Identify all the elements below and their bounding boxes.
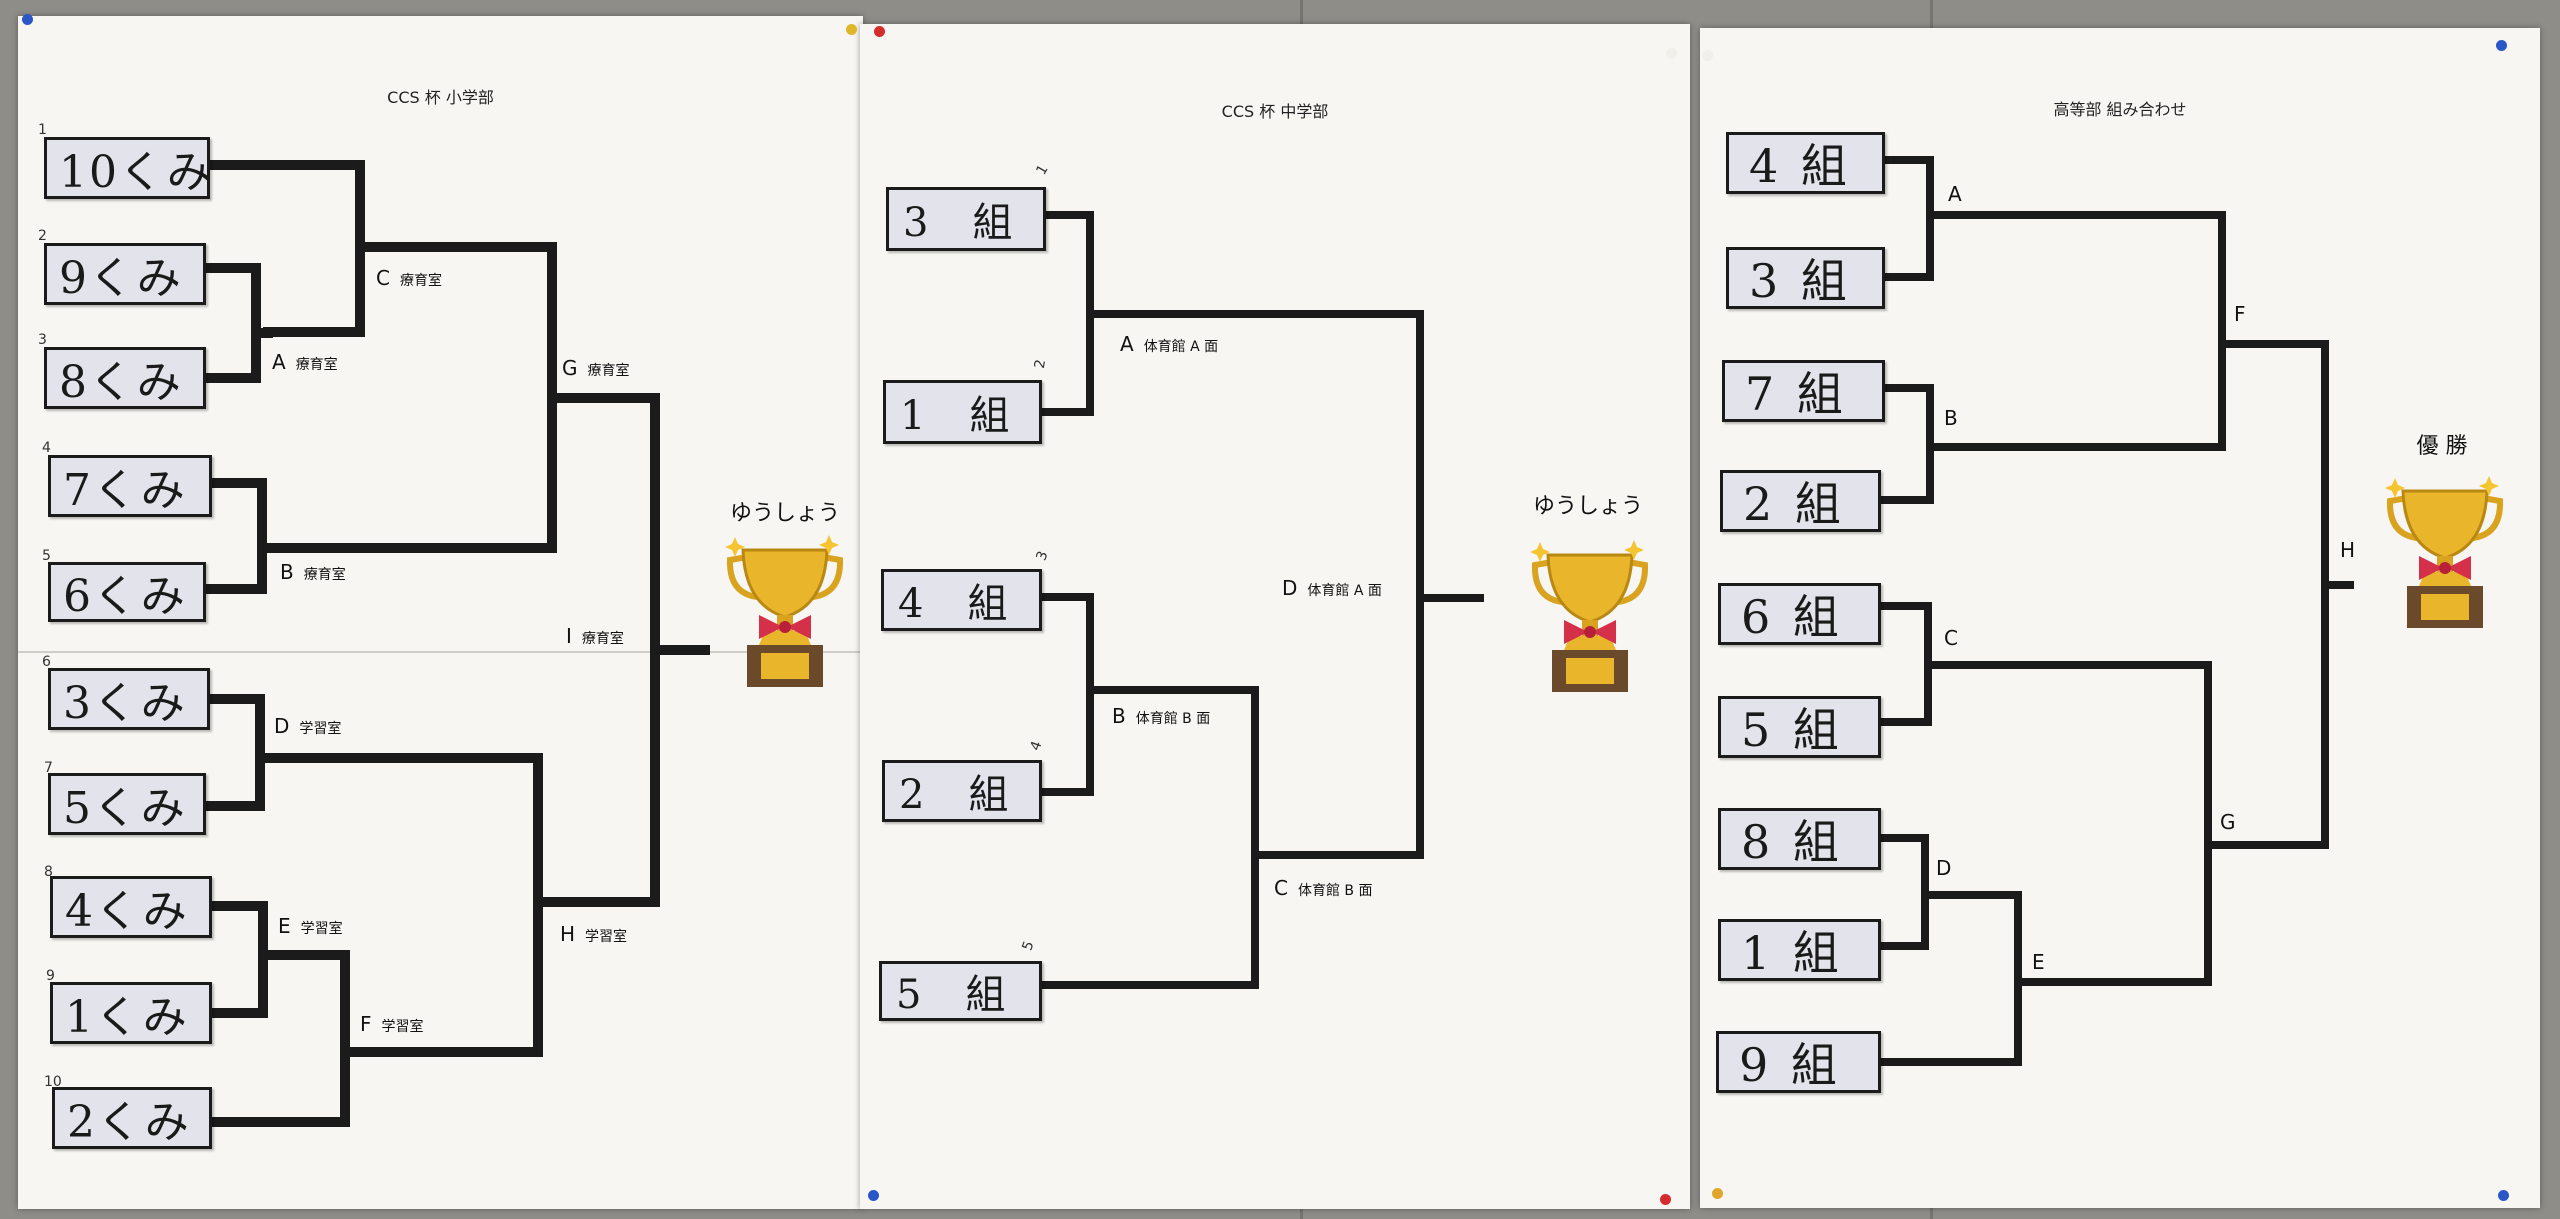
team-card: 1くみ (50, 982, 212, 1044)
seed-number: 4 (42, 440, 51, 456)
poster-fold-line (18, 651, 863, 653)
seed-number: 9 (46, 968, 55, 984)
seed-number: 2 (38, 228, 47, 244)
team-card: 7 組 (1722, 360, 1885, 422)
poster-title: CCS 杯 小学部 (387, 88, 494, 107)
push-pin (868, 1190, 879, 1201)
champion-label: ゆうしょう (1532, 494, 1643, 519)
team-card: 3 組 (1726, 247, 1885, 309)
team-card: 6 組 (1718, 583, 1881, 645)
match-label: D (1936, 856, 1952, 880)
team-card: 2 組 (882, 760, 1042, 822)
seed-number: 8 (44, 864, 53, 880)
push-pin (22, 14, 33, 25)
team-card: 9くみ (44, 243, 206, 305)
push-pin (846, 24, 857, 35)
team-card: 5くみ (48, 773, 206, 835)
seed-number: 1 (38, 122, 47, 138)
team-card: 9 組 (1716, 1031, 1881, 1093)
push-pin (1712, 1188, 1723, 1199)
push-pin (2496, 40, 2507, 51)
trophy-icon (2385, 476, 2504, 628)
team-card: 6くみ (48, 562, 206, 622)
match-label: C (1944, 626, 1958, 650)
match-label: F (2234, 302, 2246, 326)
seed-number: 10 (44, 1074, 62, 1090)
seed-number: 7 (44, 760, 53, 776)
push-pin (1660, 1194, 1671, 1205)
seed-number: 5 (42, 548, 51, 564)
poster-title: 高等部 組み合わせ (2053, 100, 2187, 119)
poster-title: CCS 杯 中学部 (1221, 102, 1329, 121)
match-label: E (2032, 950, 2045, 974)
push-pin (2498, 1190, 2509, 1201)
match-label: A (1948, 182, 1962, 206)
team-card: 4 組 (881, 569, 1042, 631)
team-card: 5 組 (1718, 696, 1881, 758)
champion-label: 優 勝 (2416, 434, 2468, 459)
team-card: 4 組 (1726, 132, 1885, 194)
team-card: 7くみ (48, 455, 212, 517)
match-label: H (2340, 538, 2356, 562)
team-card: 10くみ (44, 137, 210, 199)
match-label: G (2220, 810, 2236, 834)
push-pin (1702, 50, 1713, 61)
team-card: 2くみ (52, 1087, 212, 1149)
seed-number: 6 (42, 654, 51, 670)
champion-label: ゆうしょう (729, 501, 840, 526)
team-card: 5 組 (879, 961, 1042, 1021)
trophy-icon (725, 535, 844, 687)
team-card: 3くみ (48, 668, 210, 730)
team-card: 1 組 (883, 380, 1042, 444)
team-card: 1 組 (1718, 919, 1881, 981)
trophy-icon (1530, 540, 1649, 692)
push-pin (874, 26, 885, 37)
team-card: 8くみ (44, 347, 206, 409)
push-pin (1666, 48, 1677, 59)
team-card: 2 組 (1720, 470, 1881, 532)
seed-number: 3 (38, 332, 47, 348)
team-card: 4くみ (50, 876, 212, 938)
match-label: B (1944, 406, 1958, 430)
team-card: 8 組 (1718, 808, 1881, 870)
team-card: 3 組 (886, 187, 1046, 251)
